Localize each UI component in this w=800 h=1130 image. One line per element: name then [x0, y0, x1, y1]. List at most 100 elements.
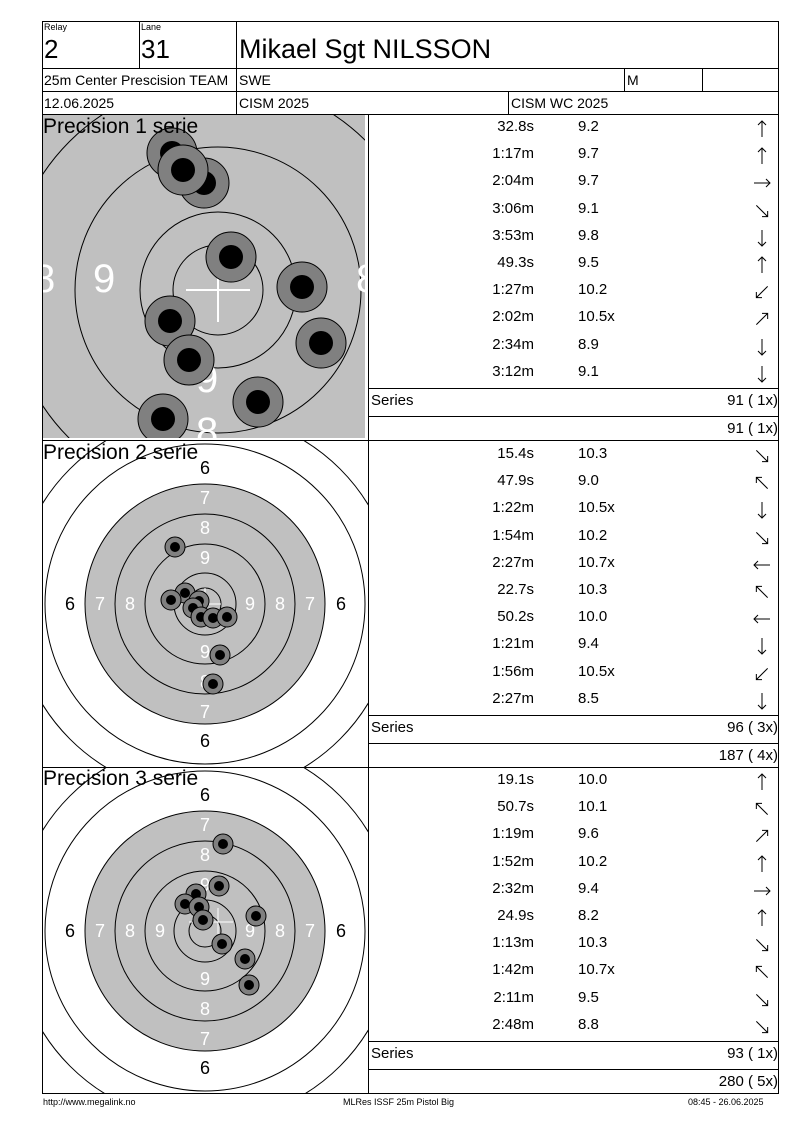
series-row-divider	[368, 1069, 779, 1070]
ring-label: 9	[155, 921, 165, 941]
ring-label: 6	[336, 921, 346, 941]
ring-label: 7	[200, 1029, 210, 1049]
shot-time: 3:53m	[492, 226, 534, 244]
direction-arrow-icon	[752, 799, 772, 819]
lane-label: Lane	[141, 22, 162, 32]
shot-hole	[160, 589, 182, 611]
shot-hole	[137, 393, 189, 438]
shot-time: 19.1s	[497, 771, 534, 788]
ring-label: 8	[356, 257, 368, 301]
shot-time: 1:13m	[492, 934, 534, 952]
direction-arrow-icon	[752, 473, 772, 493]
header-divider	[702, 68, 703, 91]
championship: CISM WC 2025	[511, 95, 609, 111]
footer-software: MLRes ISSF 25m Pistol Big	[343, 1097, 455, 1107]
report-frame	[42, 21, 779, 1094]
direction-arrow-icon	[752, 826, 772, 846]
direction-arrow-icon	[752, 446, 772, 466]
footer-url[interactable]: http://www.megalink.no	[43, 1097, 136, 1107]
header-divider	[42, 68, 779, 69]
direction-arrow-icon	[752, 146, 772, 166]
shot-time: 22.7s	[497, 581, 534, 598]
shot-hole	[211, 933, 233, 955]
shot-hole	[295, 317, 347, 369]
shot-hole	[234, 948, 256, 970]
shot-score: 9.1	[578, 199, 599, 217]
direction-arrow-icon	[752, 228, 772, 248]
series-total: 93 ( 1x)	[727, 1045, 778, 1062]
series-1-title: Precision 1 serie	[43, 115, 199, 138]
ring-label: 8	[200, 518, 210, 538]
header-divider	[236, 21, 237, 68]
ring-label: 7	[200, 815, 210, 835]
shot-time: 1:27m	[492, 281, 534, 299]
shot-hole	[163, 334, 215, 386]
direction-arrow-icon	[752, 119, 772, 139]
shot-holes	[174, 833, 267, 996]
direction-arrow-icon	[752, 691, 772, 711]
ring-label: 9	[200, 548, 210, 568]
running-total: 187 ( 4x)	[718, 747, 778, 764]
ring-label: 6	[336, 594, 346, 614]
shot-score: 8.2	[578, 907, 599, 924]
ring-label: 8	[275, 594, 285, 614]
shot-time: 1:21m	[492, 635, 534, 653]
shot-score: 9.8	[578, 226, 599, 244]
shot-score: 10.2	[578, 281, 608, 299]
running-total: 91 ( 1x)	[727, 420, 778, 437]
shot-time: 2:02m	[492, 308, 534, 326]
direction-arrow-icon	[752, 962, 772, 982]
direction-arrow-icon	[752, 881, 772, 901]
ring-label: 9	[245, 921, 255, 941]
shot-score: 8.8	[578, 1015, 599, 1033]
direction-arrow-icon	[752, 854, 772, 874]
shot-time: 50.7s	[497, 798, 534, 816]
ring-label: 7	[95, 594, 105, 614]
lane-value: 31	[141, 34, 170, 64]
shot-time: 1:22m	[492, 499, 534, 517]
shot-score: 10.5x	[578, 308, 615, 326]
shot-score: 10.0	[578, 608, 608, 626]
direction-arrow-icon	[752, 201, 772, 221]
ring-label: 9	[93, 257, 115, 301]
shot-score: 10.3	[578, 445, 608, 462]
shot-time: 2:32m	[492, 879, 534, 897]
shot-time: 32.8s	[497, 118, 534, 135]
series-3-title: Precision 3 serie	[43, 767, 199, 790]
ring-label: 6	[200, 458, 210, 478]
shot-score: 9.2	[578, 118, 599, 135]
running-total: 280 ( 5x)	[718, 1073, 778, 1090]
header-divider	[624, 68, 625, 91]
direction-arrow-icon	[752, 772, 772, 792]
series-2-title: Precision 2 serie	[43, 441, 199, 464]
nation: SWE	[239, 72, 271, 88]
target-1: 9 8 8 9 8	[43, 115, 368, 438]
column-divider	[368, 114, 369, 1094]
direction-arrow-icon	[752, 500, 772, 520]
shot-hole	[238, 974, 260, 996]
shot-hole	[209, 644, 231, 666]
footer-timestamp: 08:45 - 26.06.2025	[688, 1097, 764, 1107]
ring-label: 7	[305, 921, 315, 941]
ring-8	[74, 146, 362, 434]
shot-score: 9.0	[578, 472, 599, 490]
ring-label: 8	[43, 257, 55, 301]
ring-label: 9	[200, 642, 210, 662]
shot-score: 8.9	[578, 335, 599, 353]
shot-hole	[245, 905, 267, 927]
direction-arrow-icon	[752, 609, 772, 629]
shot-hole	[232, 376, 284, 428]
direction-arrow-icon	[752, 990, 772, 1010]
direction-arrow-icon	[752, 664, 772, 684]
direction-arrow-icon	[752, 935, 772, 955]
shot-score: 9.5	[578, 988, 599, 1006]
ring-label: 7	[95, 921, 105, 941]
shot-time: 24.9s	[497, 907, 534, 924]
series-row-divider	[368, 715, 779, 716]
shot-time: 3:06m	[492, 199, 534, 217]
ring-label: 9	[200, 875, 210, 895]
shot-hole	[216, 606, 238, 628]
target-2: 6 7 8 9 9 8 7 6 6 7 8 9 8 7 6	[43, 441, 368, 767]
shot-score: 9.7	[578, 172, 599, 190]
shot-score: 10.5x	[578, 662, 615, 680]
